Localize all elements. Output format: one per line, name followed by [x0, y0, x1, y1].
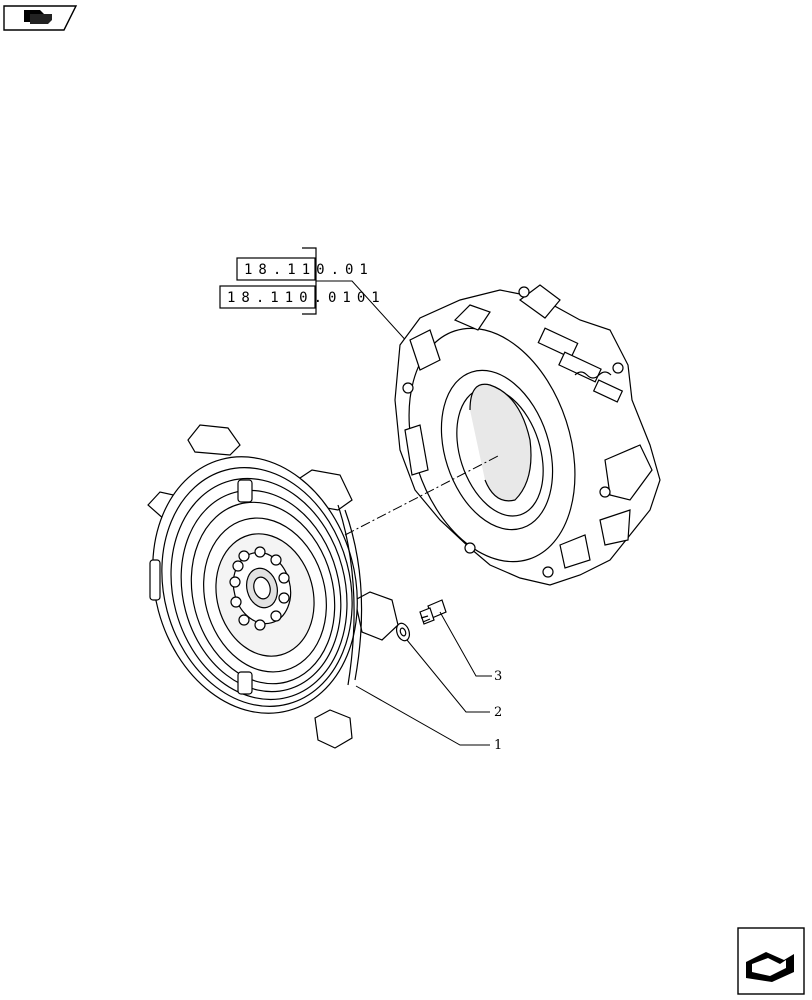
callout-leader-3 [439, 611, 492, 677]
washer [395, 622, 411, 642]
next-page-icon[interactable] [737, 927, 805, 995]
callout-leader-2 [406, 639, 490, 713]
reference-code-1: 18.110.01 [244, 262, 374, 278]
reference-leader-line [316, 280, 411, 346]
previous-page-icon[interactable] [3, 5, 78, 31]
reference-label-1[interactable]: 18.110.01 [236, 257, 374, 281]
callout-number-3[interactable]: 3 [494, 669, 502, 684]
callout-number-2[interactable]: 2 [494, 705, 502, 720]
reference-code-2: 18.110.0101 [227, 290, 386, 306]
callout-leader-1 [355, 685, 490, 746]
reference-label-2[interactable]: 18.110.0101 [219, 285, 386, 309]
bolt [419, 599, 447, 625]
center-axis-line [344, 454, 501, 536]
clutch-cover-assembly [394, 284, 661, 586]
clutch-disc [147, 424, 399, 749]
callout-number-1[interactable]: 1 [494, 738, 502, 753]
